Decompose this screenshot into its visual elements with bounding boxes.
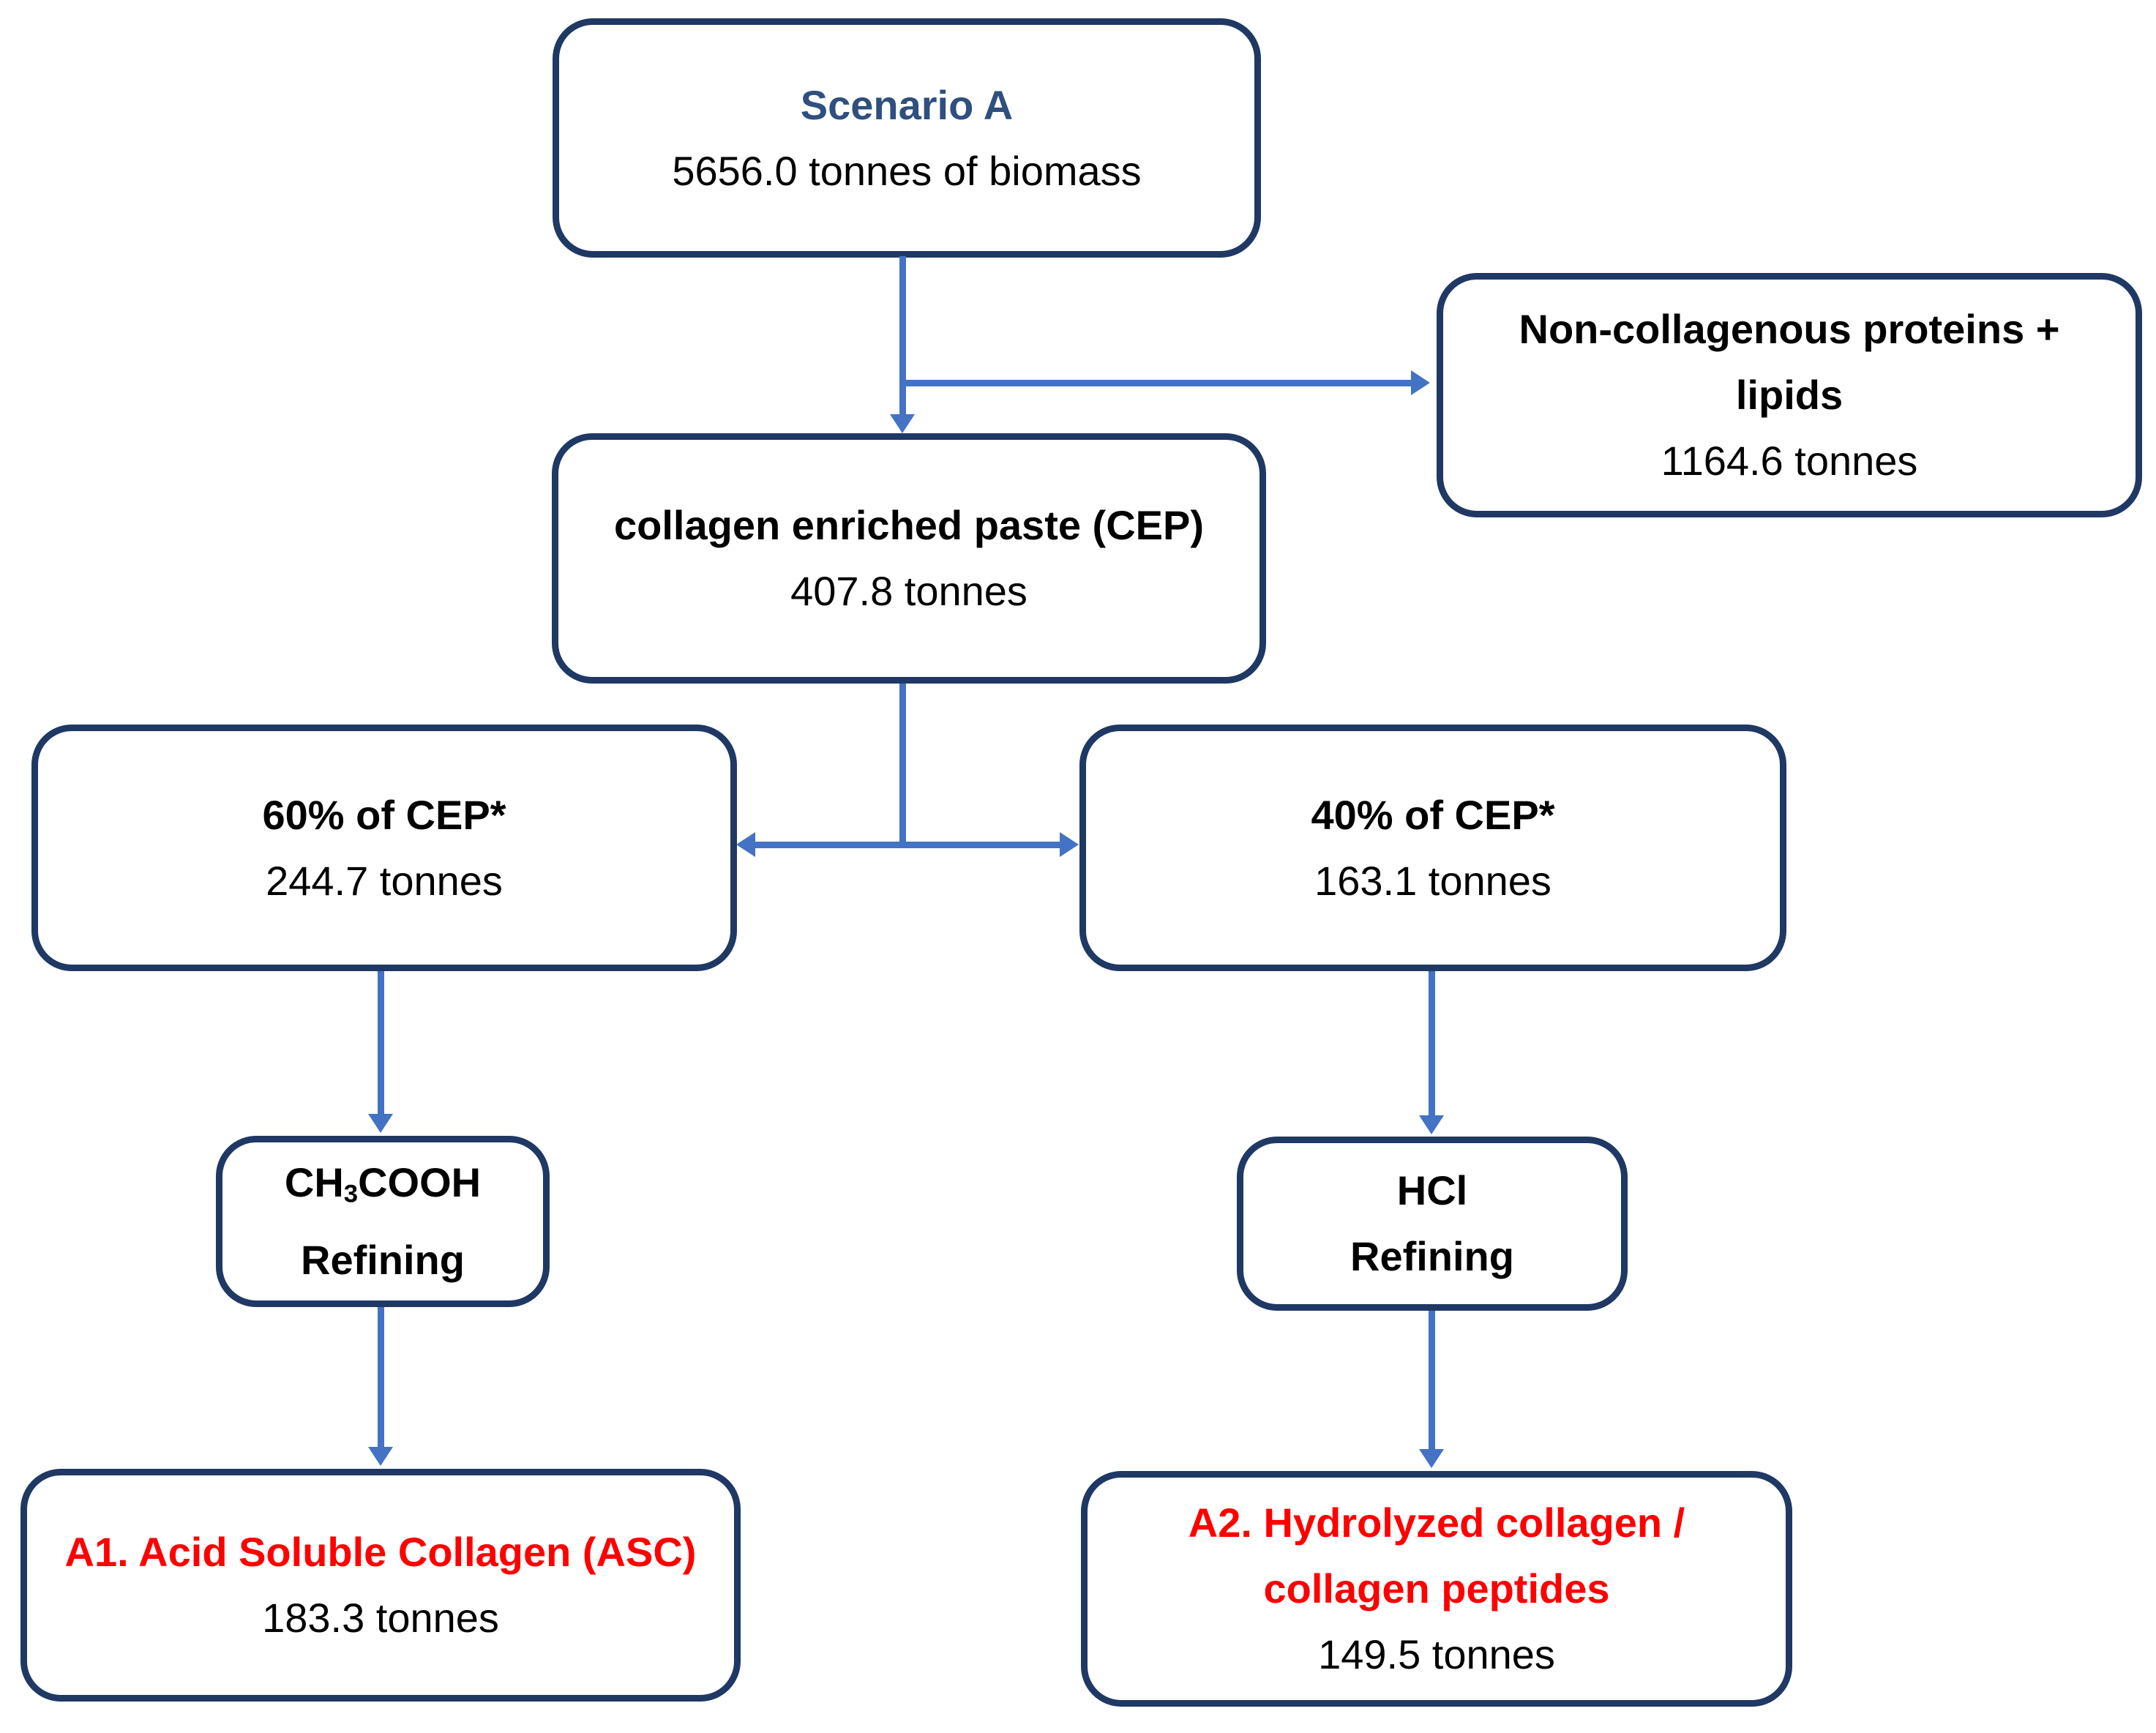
arrowhead-into-cep-40 (1060, 832, 1079, 857)
connector-acetic-to-a1 (378, 1307, 384, 1449)
cep-value: 407.8 tonnes (790, 568, 1028, 614)
a2-title-line1: A2. Hydrolyzed collagen / (1188, 1500, 1685, 1546)
arrowhead-into-acetic (368, 1114, 393, 1133)
a2-title-line2: collagen peptides (1263, 1565, 1610, 1612)
arrowhead-into-a2 (1419, 1449, 1444, 1468)
cep-60-title: 60% of CEP* (262, 791, 506, 838)
cep-40-value: 163.1 tonnes (1314, 857, 1552, 904)
scenario-a-value: 5656.0 tonnes of biomass (672, 147, 1142, 194)
node-a1-asc: A1. Acid Soluble Collagen (ASC) 183.3 to… (20, 1469, 741, 1702)
scenario-a-title: Scenario A (800, 81, 1014, 128)
hcl-formula: HCl (1396, 1167, 1468, 1213)
acetic-formula-post: COOH (358, 1159, 482, 1206)
noncollagenous-title-line2: lipids (1735, 372, 1844, 418)
node-cep-40: 40% of CEP* 163.1 tonnes (1079, 725, 1786, 971)
arrowhead-into-noncollagenous (1411, 370, 1430, 395)
connector-cep40-to-hcl (1429, 971, 1435, 1118)
node-scenario-a: Scenario A 5656.0 tonnes of biomass (553, 18, 1261, 258)
connector-cep60-to-acetic (378, 971, 384, 1116)
node-acetic-refining: CH3COOH Refining (216, 1136, 550, 1307)
node-a2-hydrolyzed: A2. Hydrolyzed collagen / collagen pepti… (1081, 1471, 1792, 1707)
arrowhead-into-a1 (368, 1447, 393, 1466)
acetic-formula-subscript: 3 (343, 1180, 359, 1208)
hcl-refining-label: Refining (1350, 1233, 1514, 1279)
acetic-refining-label: Refining (301, 1236, 465, 1283)
a1-value: 183.3 tonnes (262, 1595, 499, 1641)
a2-value: 149.5 tonnes (1318, 1631, 1555, 1677)
noncollagenous-title-line1: Non-collagenous proteins + (1519, 306, 2060, 352)
node-cep-60: 60% of CEP* 244.7 tonnes (31, 725, 737, 971)
connector-cep-to-split (899, 684, 906, 845)
acetic-formula: CH3COOH (285, 1150, 481, 1227)
connector-hcl-to-a2 (1429, 1311, 1435, 1451)
cep-40-title: 40% of CEP* (1311, 791, 1555, 838)
a1-title: A1. Acid Soluble Collagen (ASC) (64, 1529, 697, 1575)
acetic-formula-pre: CH (284, 1159, 344, 1206)
connector-scenario-to-cep (899, 256, 906, 419)
arrowhead-into-cep (890, 414, 915, 433)
noncollagenous-value: 1164.6 tonnes (1661, 438, 1918, 484)
arrowhead-into-hcl (1419, 1115, 1444, 1134)
connector-to-noncollagenous (902, 380, 1412, 386)
node-noncollagenous: Non-collagenous proteins + lipids 1164.6… (1437, 273, 2142, 517)
arrowhead-into-cep-60 (736, 832, 755, 857)
node-hcl-refining: HCl Refining (1237, 1137, 1628, 1311)
node-cep: collagen enriched paste (CEP) 407.8 tonn… (552, 433, 1266, 684)
cep-60-value: 244.7 tonnes (266, 857, 503, 904)
connector-split-horizontal (755, 842, 1061, 848)
cep-title: collagen enriched paste (CEP) (614, 502, 1204, 548)
